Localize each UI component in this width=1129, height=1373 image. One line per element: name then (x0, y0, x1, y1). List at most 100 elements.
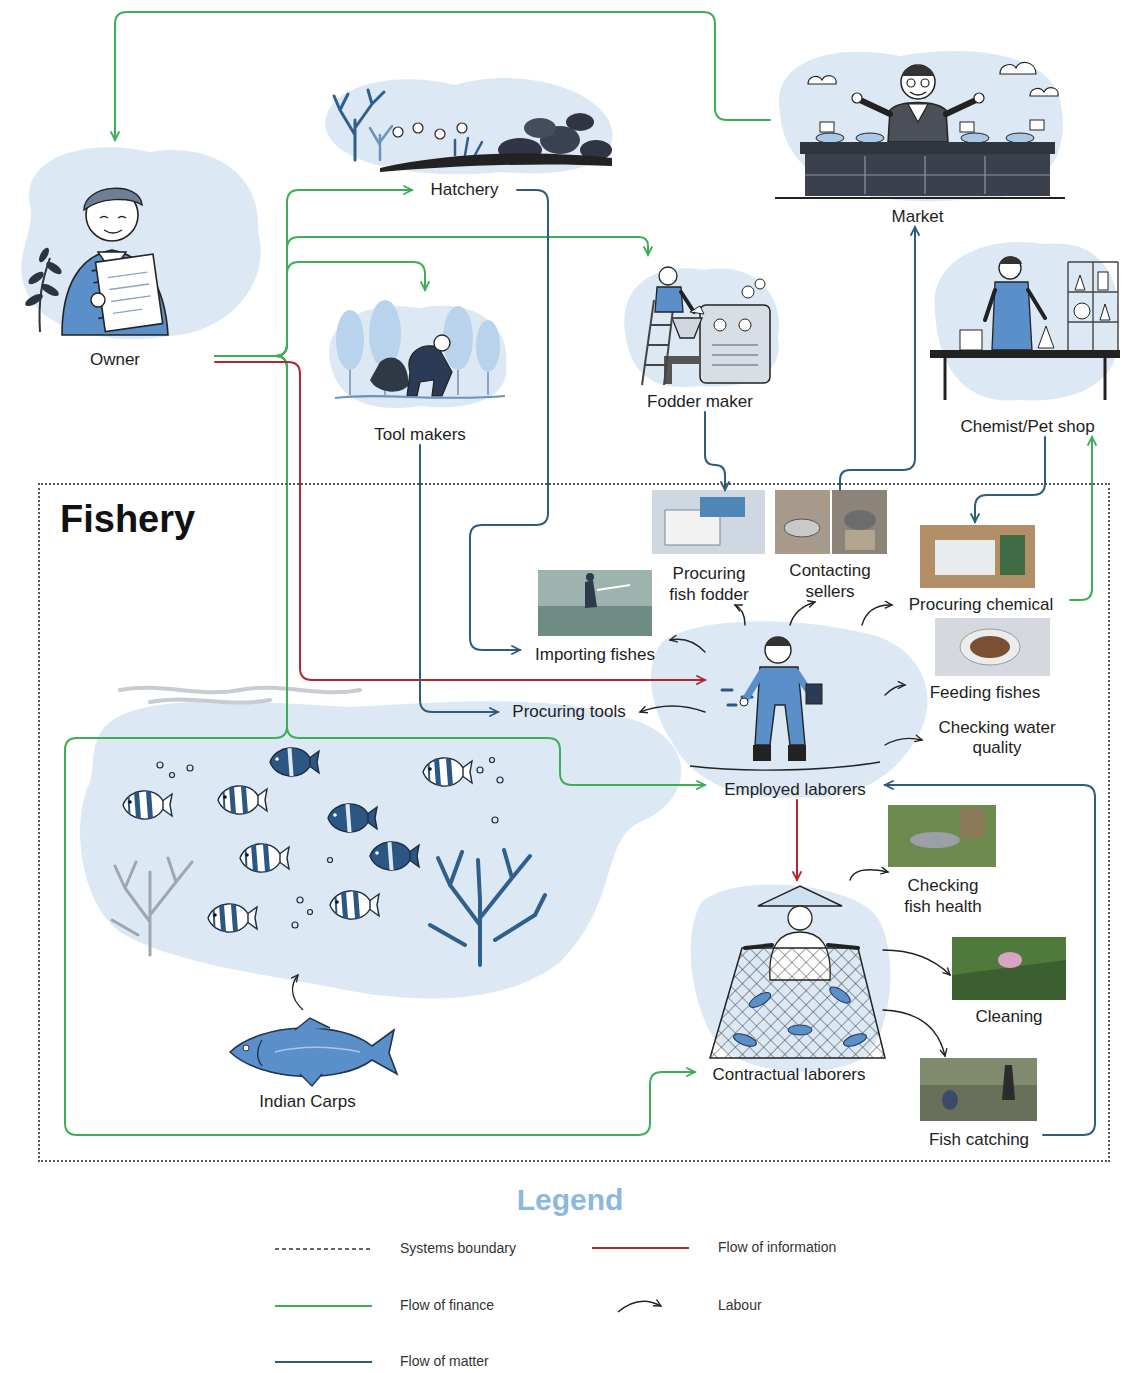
pond-illustration-part (218, 780, 267, 820)
labour-arrow (735, 605, 745, 625)
tool-makers-illustration-part (370, 358, 408, 392)
task-node: Importing fishes (520, 568, 670, 665)
boundary-title: Fishery (60, 497, 195, 543)
net-worker-illustration-part (732, 1031, 758, 1049)
chemist-illustration-part (1000, 257, 1022, 265)
pond-illustration-part (123, 785, 172, 825)
market-illustration-part (779, 51, 1063, 201)
pond-illustration-part (423, 752, 472, 792)
fodder-maker-illustration-part (624, 268, 779, 387)
hatchery-illustration-part (393, 127, 403, 137)
actor-node: Hatchery (412, 178, 517, 202)
market-illustration-part (961, 133, 989, 143)
chemist-illustration-part (1074, 303, 1090, 319)
tool-makers-illustration-part (336, 310, 364, 370)
tool-makers-illustration-part (407, 346, 452, 396)
photo-part (960, 629, 1020, 665)
market-illustration-part (974, 93, 984, 103)
market-illustration-part (910, 92, 926, 95)
node-label: Procuring fish fodder (660, 564, 758, 605)
node-label: Indian Carps (259, 1092, 355, 1112)
labour-arrow (862, 605, 892, 625)
legend-label: Systems boundary (400, 1240, 516, 1257)
node-label: Contacting sellers (781, 561, 879, 602)
node-label: Chemist/Pet shop (960, 417, 1094, 437)
owner-illustration-part-part (108, 272, 153, 313)
photo-part (920, 1085, 1037, 1121)
photo (920, 1058, 1037, 1121)
pond-illustration-part-part (170, 773, 175, 778)
hatchery-illustration-part (370, 126, 392, 160)
tool-makers-illustration-part (369, 300, 401, 368)
owner-illustration-part (84, 188, 142, 210)
fodder-maker-illustration-part (712, 345, 758, 365)
worker-illustration-part (690, 762, 880, 770)
worker-illustration-part (806, 684, 822, 704)
node-label: Owner (90, 350, 140, 370)
hatchery-illustration-part (380, 153, 612, 172)
pond-illustration-part-part (292, 922, 298, 928)
carp-illustration-part (275, 1048, 360, 1053)
market-illustration-part (1030, 88, 1058, 96)
photo-part (652, 490, 765, 554)
flow-connector (215, 190, 412, 356)
chemist-illustration-part (1068, 262, 1118, 350)
worker-illustration (651, 621, 927, 798)
pond-illustration-part (330, 885, 379, 925)
hatchery-illustration-part (435, 129, 445, 139)
legend-title: Legend (420, 1183, 720, 1217)
carp-illustration-part (295, 1018, 330, 1086)
chemist-illustration-part (930, 350, 1120, 358)
worker-illustration-part (753, 745, 771, 761)
market-illustration (775, 51, 1065, 201)
market-illustration-part (800, 142, 1055, 154)
hatchery-illustration-part (325, 78, 613, 174)
legend-sample-line (275, 1248, 372, 1250)
market-illustration-part (902, 66, 934, 77)
node-label: Procuring chemical (909, 595, 1054, 615)
legend-sample-line (275, 1305, 372, 1307)
market-illustration-part (1006, 133, 1034, 143)
flow-connector (885, 785, 1095, 1135)
photo (775, 490, 887, 554)
photo-part (888, 805, 996, 867)
flow-connector (65, 356, 695, 1135)
market-illustration-part (852, 93, 862, 103)
chemist-illustration (930, 242, 1120, 401)
owner-illustration-part (100, 217, 126, 234)
legend-sample-line (275, 1361, 372, 1363)
photo (935, 618, 1050, 676)
tool-makers-illustration-part (476, 320, 500, 372)
pond-illustration-part-part (308, 910, 313, 915)
owner-illustration-part (39, 282, 60, 299)
owner-illustration-part (44, 260, 63, 277)
legend-sample-line (618, 1301, 661, 1312)
fodder-maker-illustration-part (690, 306, 704, 314)
photo (538, 570, 652, 636)
market-illustration-part (856, 133, 884, 143)
labour-arrow (885, 685, 905, 695)
pond-illustration-part (293, 975, 303, 1010)
photo-part (586, 573, 594, 581)
node-label: Cleaning (975, 1007, 1042, 1027)
labour-arrow (883, 950, 950, 975)
worker-illustration-part (651, 621, 927, 798)
flow-connector (470, 190, 548, 650)
net-worker-illustration-part (710, 948, 885, 1058)
node-label: Contractual laborers (712, 1065, 865, 1085)
chemist-illustration-part (1098, 272, 1108, 290)
photo-part (585, 580, 597, 608)
worker-illustration-part (788, 745, 806, 761)
labour-arrow (790, 602, 815, 625)
node-label: Hatchery (430, 180, 498, 200)
fodder-maker-illustration-part (655, 287, 683, 312)
photo-part (538, 606, 652, 636)
fodder-maker-illustration-part (755, 279, 765, 289)
node-label: Procuring tools (512, 702, 625, 722)
node-label: Checking fish health (895, 876, 991, 917)
net-worker-illustration-part (758, 886, 842, 906)
legend-entry: Flow of finance (275, 1292, 600, 1320)
legend-label: Labour (718, 1297, 762, 1314)
carp-illustration-part (258, 1040, 263, 1066)
labour-arrow (640, 706, 705, 712)
